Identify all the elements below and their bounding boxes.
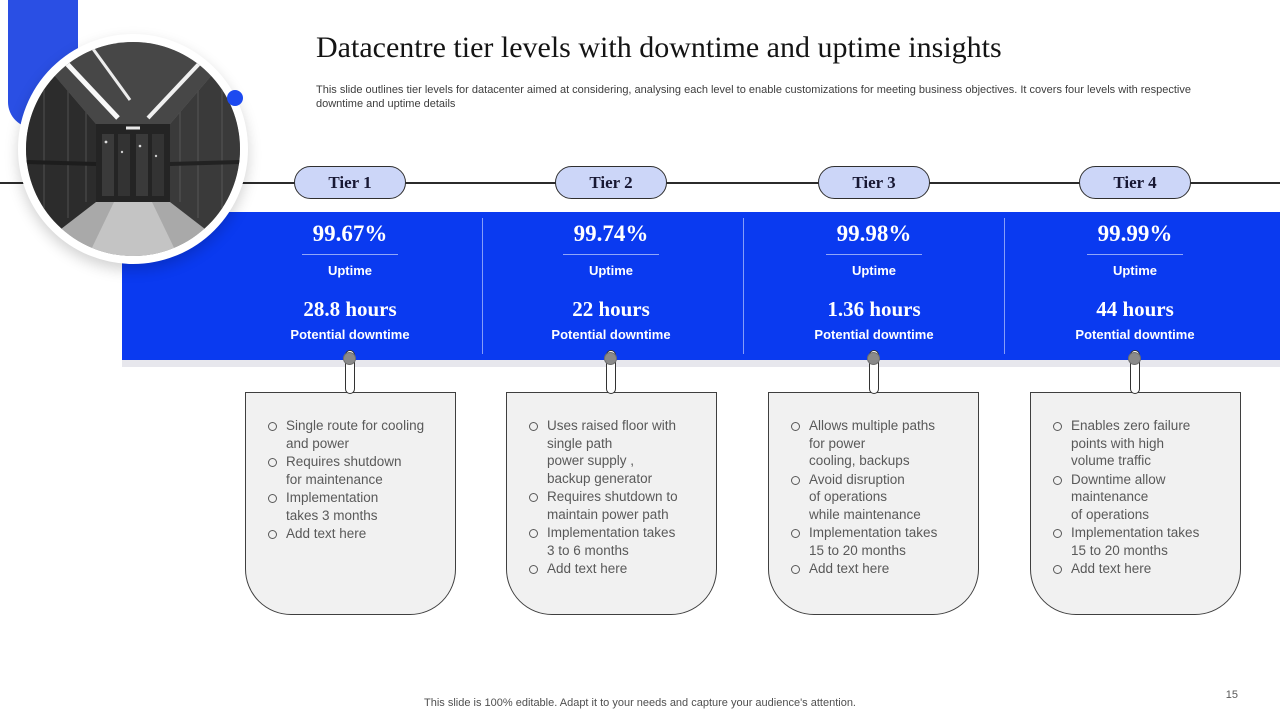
uptime-value: 99.99% xyxy=(1097,221,1173,246)
datacenter-photo-frame xyxy=(18,34,248,264)
tier-4-details-box: Enables zero failure points with high vo… xyxy=(1030,392,1241,615)
band-divider xyxy=(1004,218,1005,354)
uptime-value: 99.74% xyxy=(573,221,649,246)
tier-4-stats: 99.99% Uptime 44 hours Potential downtim… xyxy=(1004,212,1266,360)
list-item: Implementation takes 3 to 6 months xyxy=(527,524,704,559)
stats-band xyxy=(122,212,1280,360)
downtime-value: 1.36 hours xyxy=(827,297,921,321)
tier-2-details-box: Uses raised floor with single path power… xyxy=(506,392,717,615)
page-title: Datacentre tier levels with downtime and… xyxy=(316,31,1002,64)
uptime-value: 99.98% xyxy=(836,221,912,246)
downtime-value: 28.8 hours xyxy=(303,297,397,321)
list-item: Add text here xyxy=(527,560,704,578)
list-item: Requires shutdown for maintenance xyxy=(266,453,443,488)
list-item: Add text here xyxy=(266,525,443,543)
band-divider xyxy=(743,218,744,354)
circle-bullet-icon xyxy=(1053,565,1062,575)
circle-bullet-icon xyxy=(529,565,538,575)
band-divider xyxy=(482,218,483,354)
list-item: Avoid disruption of operations while mai… xyxy=(789,471,966,524)
circle-bullet-icon xyxy=(529,422,538,431)
downtime-label: Potential downtime xyxy=(1075,327,1195,342)
list-item: Uses raised floor with single path power… xyxy=(527,417,704,487)
list-item: Implementation takes 15 to 20 months xyxy=(1051,524,1228,559)
tier-3-details-box: Allows multiple paths for power cooling,… xyxy=(768,392,979,615)
downtime-label: Potential downtime xyxy=(290,327,410,342)
circle-bullet-icon xyxy=(791,529,800,539)
circle-bullet-icon xyxy=(268,530,277,540)
list-item: Single route for cooling and power xyxy=(266,417,443,452)
stat-separator xyxy=(1087,254,1183,255)
uptime-label: Uptime xyxy=(327,263,373,278)
tier-1-stats: 99.67% Uptime 28.8 hours Potential downt… xyxy=(219,212,481,360)
circle-bullet-icon xyxy=(268,422,277,431)
uptime-label: Uptime xyxy=(588,263,634,278)
tier-1-details-box: Single route for cooling and power Requi… xyxy=(245,392,456,615)
circle-bullet-icon xyxy=(791,475,800,485)
footer-note: This slide is 100% editable. Adapt it to… xyxy=(424,697,856,709)
circle-bullet-icon xyxy=(268,458,277,468)
list-item: Implementation takes 15 to 20 months xyxy=(789,524,966,559)
tier-3-pill[interactable]: Tier 3 xyxy=(818,166,930,199)
list-item: Enables zero failure points with high vo… xyxy=(1051,417,1228,470)
list-item: Downtime allow maintenance of operations xyxy=(1051,471,1228,524)
list-item: Allows multiple paths for power cooling,… xyxy=(789,417,966,470)
connector-pin xyxy=(606,350,616,394)
connector-pin xyxy=(345,350,355,394)
datacenter-corridor-illustration xyxy=(26,42,240,256)
circle-bullet-icon xyxy=(1053,475,1062,485)
circle-bullet-icon xyxy=(268,494,277,504)
tier-2-stats: 99.74% Uptime 22 hours Potential downtim… xyxy=(480,212,742,360)
list-item: Requires shutdown to maintain power path xyxy=(527,488,704,523)
connector-pin xyxy=(869,350,879,394)
tier-3-stats: 99.98% Uptime 1.36 hours Potential downt… xyxy=(743,212,1005,360)
downtime-value: 22 hours xyxy=(572,297,650,321)
downtime-value: 44 hours xyxy=(1096,297,1174,321)
accent-dot xyxy=(227,90,243,106)
circle-bullet-icon xyxy=(791,422,800,431)
uptime-label: Uptime xyxy=(1112,263,1158,278)
downtime-label: Potential downtime xyxy=(814,327,934,342)
circle-bullet-icon xyxy=(529,493,538,503)
circle-bullet-icon xyxy=(1053,529,1062,539)
list-item: Add text here xyxy=(789,560,966,578)
tier-2-pill[interactable]: Tier 2 xyxy=(555,166,667,199)
tier-4-pill[interactable]: Tier 4 xyxy=(1079,166,1191,199)
uptime-value: 99.67% xyxy=(312,221,388,246)
stats-band-shadow xyxy=(122,360,1280,367)
circle-bullet-icon xyxy=(529,529,538,539)
stat-separator xyxy=(826,254,922,255)
uptime-label: Uptime xyxy=(851,263,897,278)
circle-bullet-icon xyxy=(1053,422,1062,431)
slide-description: This slide outlines tier levels for data… xyxy=(316,84,1191,111)
list-item: Implementation takes 3 months xyxy=(266,489,443,524)
circle-bullet-icon xyxy=(791,565,800,575)
stat-separator xyxy=(302,254,398,255)
downtime-label: Potential downtime xyxy=(551,327,671,342)
stat-separator xyxy=(563,254,659,255)
connector-pin-head xyxy=(604,352,617,365)
connector-pin-head xyxy=(343,352,356,365)
connector-pin-head xyxy=(1128,352,1141,365)
datacenter-photo xyxy=(26,42,240,256)
connector-pin-head xyxy=(867,352,880,365)
connector-pin xyxy=(1130,350,1140,394)
tier-1-pill[interactable]: Tier 1 xyxy=(294,166,406,199)
page-number: 15 xyxy=(1225,689,1238,701)
list-item: Add text here xyxy=(1051,560,1228,578)
